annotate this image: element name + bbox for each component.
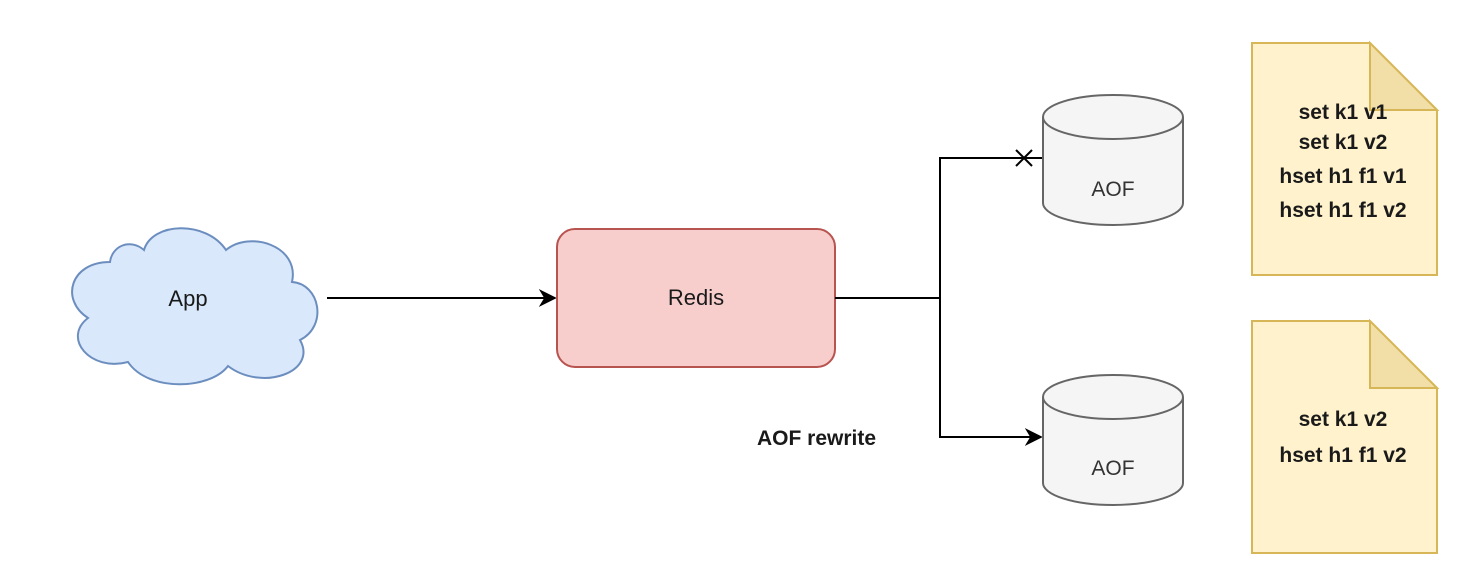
aof-rewrite-label: AOF rewrite bbox=[757, 427, 876, 450]
old-aof-label: AOF bbox=[1091, 178, 1134, 201]
old-aof-document[interactable]: set k1 v1 set k1 v2 hset h1 f1 v1 hset h… bbox=[1251, 40, 1440, 276]
note-shape bbox=[1251, 320, 1438, 554]
cylinder-body bbox=[1042, 397, 1184, 506]
cloud-shape bbox=[71, 227, 319, 386]
cross-mark-icon bbox=[1015, 149, 1033, 167]
command-line: set k1 v2 bbox=[1299, 131, 1388, 154]
cylinder-top bbox=[1042, 374, 1184, 420]
command-line: set k1 v2 bbox=[1299, 408, 1388, 431]
redis-node[interactable]: Redis bbox=[556, 228, 836, 368]
old-aof-cylinder[interactable]: AOF bbox=[1042, 94, 1184, 226]
command-line: hset h1 f1 v1 bbox=[1279, 165, 1407, 188]
command-line: hset h1 f1 v2 bbox=[1279, 199, 1406, 222]
note-fold bbox=[1369, 318, 1440, 389]
new-aof-document[interactable]: set k1 v2 hset h1 f1 v2 bbox=[1251, 318, 1440, 554]
app-label: App bbox=[168, 286, 207, 311]
redis-to-new-aof-arrow bbox=[939, 298, 1043, 446]
command-line: set k1 v1 bbox=[1299, 101, 1388, 124]
app-cloud-node[interactable]: App bbox=[71, 227, 319, 386]
new-aof-label: AOF bbox=[1091, 457, 1134, 480]
redis-label: Redis bbox=[668, 285, 724, 310]
note-shape bbox=[1251, 42, 1438, 276]
command-line: hset h1 f1 v2 bbox=[1279, 444, 1406, 467]
new-aof-cylinder[interactable]: AOF bbox=[1042, 374, 1184, 506]
redis-to-old-aof-edge bbox=[835, 157, 1043, 299]
cylinder-body bbox=[1042, 117, 1184, 226]
cylinder-top bbox=[1042, 94, 1184, 140]
note-fold bbox=[1369, 40, 1440, 111]
